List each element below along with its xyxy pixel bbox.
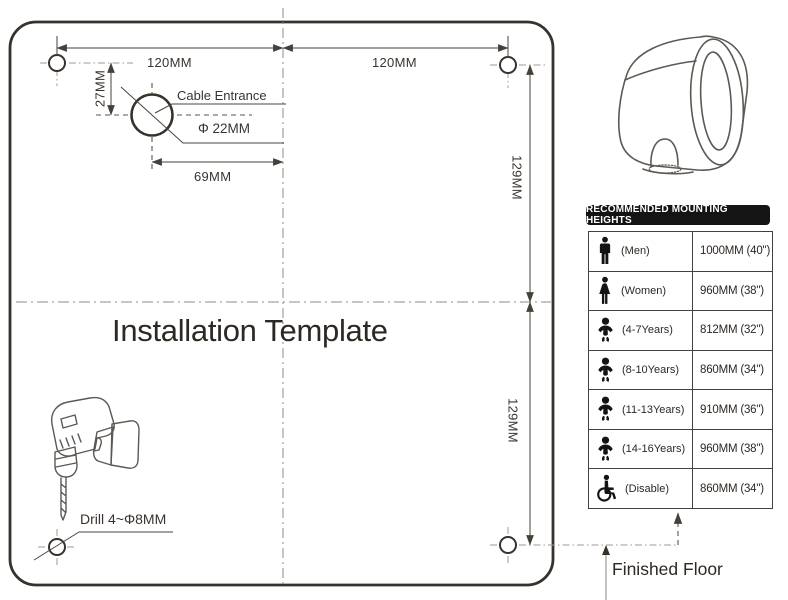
dryer-grille — [648, 164, 682, 174]
diameter-leader-line — [120, 86, 284, 144]
table-row: (11-13Years) 910MM (36") — [589, 390, 772, 430]
floor-arrow-icon — [602, 545, 610, 555]
dim-27mm-label: 27MM — [92, 69, 108, 108]
dimension-lines — [56, 36, 534, 546]
hole-bottom-left — [48, 538, 66, 556]
table-row: (14-16Years) 960MM (38") — [589, 429, 772, 470]
child-icon — [596, 395, 615, 424]
table-row: (4-7Years) 812MM (32") — [589, 311, 772, 351]
mounting-heights-table: (Men) 1000MM (40") (Women) 960MM (38") (… — [588, 231, 773, 509]
drill-illustration — [50, 396, 140, 521]
child-icon — [596, 316, 615, 345]
page-title: Installation Template — [112, 313, 388, 348]
row-value: 860MM (34") — [700, 364, 764, 377]
row-label: (4-7Years) — [622, 324, 673, 337]
child-icon — [596, 435, 615, 464]
cable-entrance-label: Cable Entrance — [177, 88, 267, 103]
drill-note-label: Drill 4~Φ8MM — [80, 511, 167, 527]
hand-dryer-illustration — [617, 35, 749, 175]
dryer-nozzle — [650, 138, 679, 168]
wheelchair-icon — [596, 473, 618, 504]
row-value: 910MM (36") — [700, 403, 764, 416]
row-label: (Disable) — [625, 482, 670, 495]
hole-bottom-right — [499, 536, 517, 554]
dim-129mm-upper-label: 129MM — [509, 155, 525, 200]
dim-69mm-label: 69MM — [194, 169, 232, 184]
finished-floor-label: Finished Floor — [612, 559, 723, 579]
cable-leader-line — [154, 103, 286, 114]
table-row: (8-10Years) 860MM (34") — [589, 350, 772, 391]
dim-129mm-lower-label: 129MM — [505, 398, 521, 443]
row-label: (Women) — [621, 284, 667, 297]
hole-top-left — [48, 54, 66, 72]
row-value: 860MM (34") — [700, 482, 764, 495]
table-row: (Men) 1000MM (40") — [589, 232, 772, 272]
child-icon — [596, 356, 615, 385]
table-row: (Women) 960MM (38") — [589, 271, 772, 312]
template-outline — [8, 20, 555, 587]
dim-120mm-left-label: 120MM — [147, 55, 192, 70]
cable-diameter-label: Φ 22MM — [198, 121, 251, 136]
hole-top-right — [499, 56, 517, 74]
drill-leader-line — [33, 531, 173, 561]
row-value: 812MM (32") — [700, 324, 764, 337]
row-value: 960MM (38") — [700, 443, 764, 456]
row-label: (Men) — [621, 245, 650, 258]
mounting-heights-header: RECOMMENDED MOUNTING HEIGHTS — [586, 204, 770, 226]
row-label: (11-13Years) — [622, 403, 685, 416]
row-label: (14-16Years) — [622, 443, 686, 456]
man-icon — [596, 235, 614, 267]
row-value: 960MM (38") — [700, 284, 764, 297]
row-value: 1000MM (40") — [700, 245, 771, 258]
cable-entrance-circle — [96, 83, 286, 171]
row-label: (8-10Years) — [622, 364, 680, 377]
dim-120mm-right-label: 120MM — [372, 55, 417, 70]
finished-floor-lines — [602, 512, 683, 600]
table-row: (Disable) 860MM (34") — [589, 469, 772, 509]
woman-icon — [596, 275, 614, 307]
